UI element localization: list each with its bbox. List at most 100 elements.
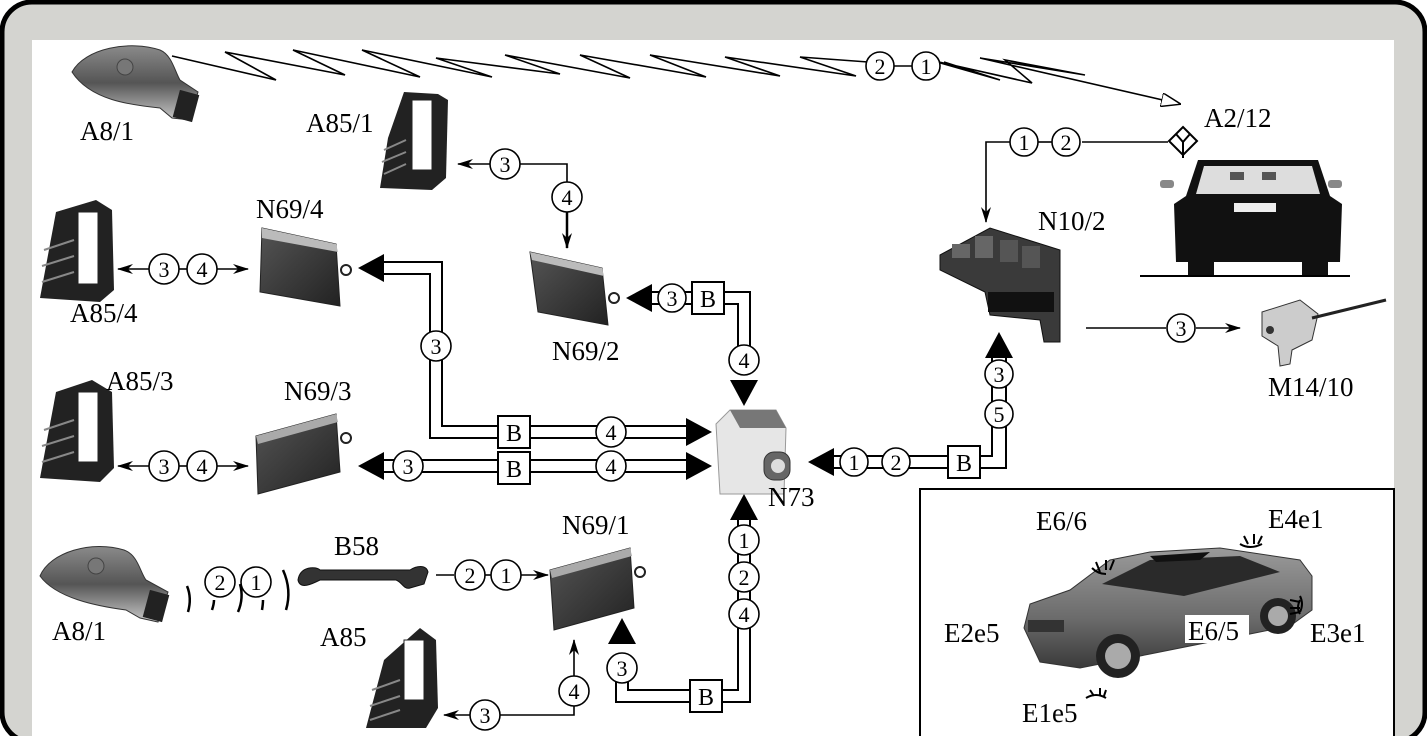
module-n69-2-icon [529,251,620,326]
signal-4-badge: 4 [728,598,760,630]
bus-box-b: B [691,281,725,315]
label-a85-3: A85/3 [106,366,174,396]
label-e6-6: E6/6 [1036,506,1087,536]
signal-1-badge: 1 [240,566,272,598]
signal-4-badge: 4 [551,181,583,213]
svg-text:2: 2 [739,565,750,590]
svg-text:B: B [700,287,716,313]
inset-lights-panel [919,488,1395,736]
label-m14-10: M14/10 [1268,372,1354,402]
svg-text:3: 3 [431,334,442,359]
bus-arrowheads [358,254,1013,644]
signal-1-badge: 1 [1009,127,1039,157]
svg-text:4: 4 [739,602,750,627]
key-fob-bottom-icon [39,546,170,623]
svg-text:3: 3 [994,362,1005,387]
lock-a85-3-icon [40,380,114,482]
svg-text:4: 4 [562,185,573,210]
key-fob-top-icon [71,45,200,123]
svg-text:3: 3 [159,454,170,479]
svg-text:1: 1 [251,570,262,595]
signal-3-badge: 3 [420,330,452,362]
signal-5-badge: 5 [984,399,1014,429]
svg-text:B: B [506,457,522,483]
label-a85: A85 [320,622,367,652]
label-e3e1: E3e1 [1310,618,1365,648]
bus-box-b: B [689,679,723,713]
ignition-switch-n73-icon [715,409,791,495]
signal-4-badge: 4 [558,675,590,707]
svg-text:3: 3 [1176,316,1187,341]
module-n69-4-icon [259,227,352,307]
signal-2-badge: 2 [728,561,760,593]
label-e4e1: E4e1 [1268,504,1323,534]
svg-text:4: 4 [606,454,617,479]
signal-4-badge: 4 [186,450,218,482]
svg-text:1: 1 [739,528,750,553]
svg-text:3: 3 [617,656,628,681]
lock-a85-icon [366,628,438,728]
signal-3-badge: 3 [489,148,521,180]
signal-4-badge: 4 [186,253,218,285]
signal-4-badge: 4 [595,416,627,448]
signal-1-badge: 1 [839,447,869,477]
svg-text:5: 5 [994,402,1005,427]
svg-text:2: 2 [875,54,886,79]
lock-a85-1-icon [380,92,448,190]
car-rear-icon [1140,160,1350,277]
signal-3-badge: 3 [657,283,687,313]
signal-3-badge: 3 [606,652,638,684]
svg-text:4: 4 [197,454,208,479]
label-a85-1: A85/1 [306,108,374,138]
bus-box-b: B [947,445,981,479]
label-n73: N73 [768,482,815,512]
svg-text:B: B [698,685,714,711]
signal-3-badge: 3 [469,699,501,731]
label-e2e5: E2e5 [944,618,999,648]
label-n10-2: N10/2 [1038,206,1106,236]
signal-3-badge: 3 [148,253,180,285]
signal-3-badge: 3 [1166,313,1196,343]
svg-text:4: 4 [197,257,208,282]
svg-text:B: B [956,451,972,477]
module-n10-2-icon [939,227,1061,343]
signal-2-badge: 2 [204,566,236,598]
signal-2-badge: 2 [881,447,911,477]
module-n69-3-icon [255,413,352,495]
signal-3-badge: 3 [984,359,1014,389]
antenna-a2-12-icon [1167,125,1199,158]
svg-text:1: 1 [921,54,932,79]
label-a2-12: A2/12 [1204,103,1272,133]
label-a8-1-top: A8/1 [80,116,134,146]
label-n69-1: N69/1 [562,510,630,540]
signal-2-badge: 2 [454,559,486,591]
svg-text:3: 3 [500,152,511,177]
svg-text:3: 3 [159,257,170,282]
signal-4-badge: 4 [595,450,627,482]
label-n69-2: N69/2 [552,336,620,366]
label-b58: B58 [334,531,379,561]
svg-text:2: 2 [465,563,476,588]
signal-3-badge: 3 [148,450,180,482]
svg-text:1: 1 [849,450,860,475]
signal-2-badge: 2 [1051,127,1081,157]
svg-text:B: B [506,421,522,447]
bus-box-b: B [497,451,531,485]
label-a8-1-bottom: A8/1 [52,616,106,646]
svg-text:1: 1 [501,563,512,588]
module-n69-1-icon [549,547,646,631]
lock-a85-4-icon [40,200,114,302]
signal-2-badge: 2 [865,51,895,81]
actuator-m14-10-icon [1261,298,1387,367]
svg-text:4: 4 [606,420,617,445]
signal-1-badge: 1 [728,524,760,556]
signal-4-badge: 4 [728,344,760,376]
label-n69-3: N69/3 [284,376,352,406]
bus-box-b: B [497,415,531,449]
svg-text:4: 4 [739,348,750,373]
radio-link-top [171,49,1180,104]
label-e1e5: E1e5 [1022,698,1077,728]
signal-1-badge: 1 [490,559,522,591]
svg-text:3: 3 [667,286,678,311]
